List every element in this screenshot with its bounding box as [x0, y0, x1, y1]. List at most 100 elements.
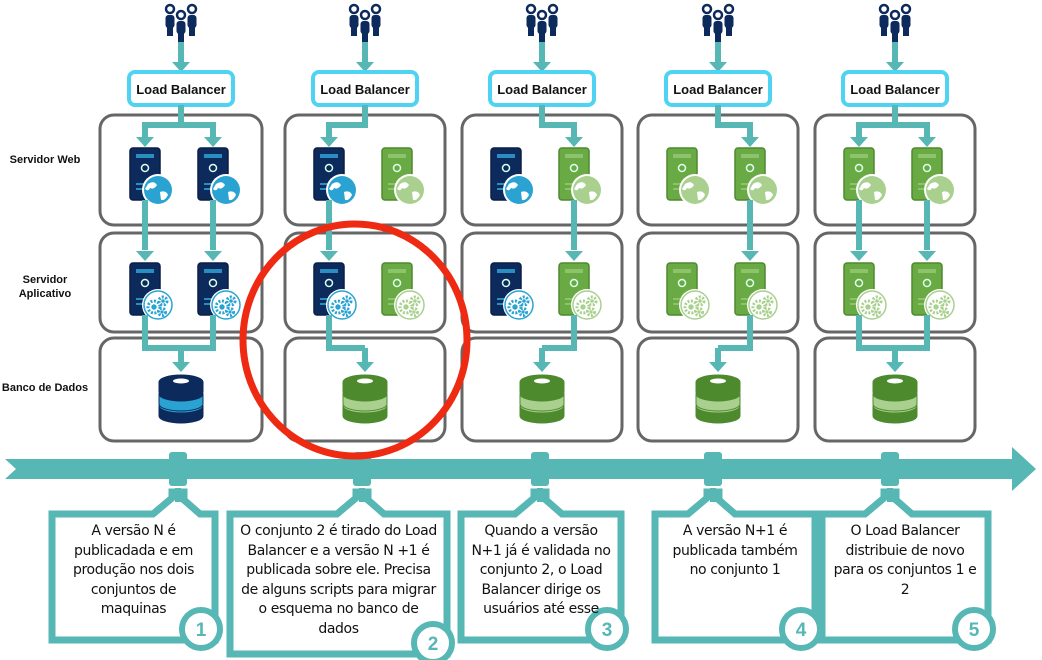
- load-balancer-label: Load Balancer: [320, 82, 410, 97]
- deployment-step-2: Load Balancer: [283, 3, 447, 443]
- arrow-head-icon: [850, 137, 868, 147]
- step-number: 5: [969, 620, 980, 641]
- app-server-icon: [734, 262, 779, 321]
- arrow-head-icon: [741, 251, 759, 261]
- arrow-head-icon: [886, 362, 904, 372]
- callout-3: 3: [457, 488, 629, 651]
- database-icon: [872, 374, 918, 424]
- app-server-icon: [911, 262, 956, 321]
- web-tier-box: [813, 113, 977, 227]
- callout-caption: A versão N+1 é publicada também no conju…: [672, 523, 798, 578]
- callout-caption: A versão N é publicadada e em produção n…: [73, 523, 194, 617]
- load-balancer-label: Load Balancer: [850, 82, 940, 97]
- connector-line: [895, 315, 930, 351]
- arrow-head-icon: [172, 62, 190, 72]
- arrow-head-icon: [136, 251, 154, 261]
- web-server-icon: [313, 147, 358, 206]
- row-label-db: Banco de Dados: [1, 382, 89, 394]
- load-balancer-label: Load Balancer: [136, 82, 226, 97]
- callout-2: 2: [226, 488, 455, 660]
- deployment-step-3: Load Balancer: [460, 3, 624, 443]
- connector-line: [142, 315, 181, 351]
- arrow-head-icon: [356, 62, 374, 72]
- connector-line: [326, 315, 365, 351]
- app-tier-box: [813, 231, 977, 334]
- arrow-head-icon: [356, 362, 374, 372]
- step-number: 4: [796, 620, 807, 641]
- callout-5: 5: [818, 488, 996, 651]
- web-tier-box: [460, 113, 624, 227]
- callout-box: [226, 488, 451, 658]
- arrow-head-icon: [741, 137, 759, 147]
- arrow-head-icon: [886, 62, 904, 72]
- app-server-icon: [381, 262, 426, 321]
- app-server-icon: [197, 262, 242, 321]
- arrow-head-icon: [320, 251, 338, 261]
- users-icon: [525, 3, 559, 42]
- arrow-head-icon: [565, 251, 583, 261]
- deployment-step-5: Load Balancer: [813, 3, 977, 443]
- timeline-marker: [704, 452, 722, 486]
- web-tier-box: [636, 113, 800, 227]
- callout-box: [457, 488, 625, 644]
- arrow-head-icon: [918, 137, 936, 147]
- app-tier-box: [636, 231, 800, 334]
- step-number: 2: [428, 634, 439, 655]
- callout-4: 4: [651, 488, 823, 651]
- callout-caption: O Load Balancer distribuie de novo para …: [833, 523, 977, 598]
- arrow-head-icon: [204, 251, 222, 261]
- database-icon: [695, 374, 741, 424]
- step-number: 1: [196, 620, 207, 641]
- arrow-head-icon: [533, 362, 551, 372]
- app-tier-box: [460, 231, 624, 334]
- web-server-icon: [197, 147, 242, 206]
- connector-line: [542, 315, 577, 351]
- load-balancer-label: Load Balancer: [497, 82, 587, 97]
- app-server-icon: [558, 262, 603, 321]
- web-server-icon: [381, 147, 426, 206]
- arrow-head-icon: [850, 251, 868, 261]
- step-number-badge: [179, 607, 223, 651]
- users-icon: [348, 3, 382, 42]
- callout-caption: O conjunto 2 é tirado do Load Balancer e…: [240, 523, 437, 637]
- connector-line: [715, 105, 753, 137]
- timeline-marker: [531, 452, 549, 486]
- timeline-arrow: [5, 447, 1036, 491]
- timeline-bar: [5, 447, 1036, 491]
- step-number-badge: [585, 607, 629, 651]
- load-balancer-label: Load Balancer: [673, 82, 763, 97]
- timeline-marker: [881, 452, 899, 486]
- connector-line: [142, 122, 216, 137]
- arrow-head-icon: [565, 137, 583, 147]
- app-tier-box: [98, 231, 264, 334]
- highlight-circle: [239, 220, 471, 460]
- step-number-badge: [411, 621, 455, 660]
- users-icon: [701, 3, 735, 42]
- database-icon: [342, 374, 388, 424]
- web-server-icon: [911, 147, 956, 206]
- connector-line: [856, 122, 930, 137]
- arrow-head-icon: [709, 62, 727, 72]
- web-server-icon: [558, 147, 603, 206]
- app-server-icon: [313, 262, 358, 321]
- callout-box: [651, 488, 819, 644]
- web-server-icon: [666, 147, 711, 206]
- arrow-head-icon: [136, 137, 154, 147]
- arrow-head-icon: [172, 362, 190, 372]
- timeline-marker: [169, 452, 187, 486]
- app-server-icon: [490, 262, 535, 321]
- callout-box: [818, 488, 992, 644]
- deployment-step-4: Load Balancer: [636, 3, 800, 443]
- web-server-icon: [129, 147, 174, 206]
- timeline-marker: [353, 452, 371, 486]
- deployment-step-1: Load Balancer: [98, 3, 264, 443]
- connector-line: [539, 105, 577, 137]
- users-icon: [164, 3, 198, 42]
- connector-line: [181, 315, 216, 351]
- web-tier-box: [98, 113, 264, 227]
- web-server-icon: [843, 147, 888, 206]
- database-icon: [519, 374, 565, 424]
- callout-box: [48, 488, 219, 644]
